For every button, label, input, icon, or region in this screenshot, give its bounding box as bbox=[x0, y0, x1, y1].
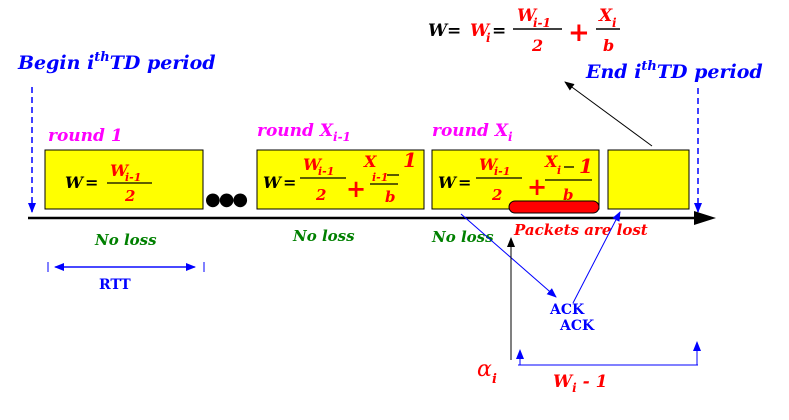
round-xi1-label: round Xi-1 bbox=[257, 121, 351, 144]
box3-w: W bbox=[438, 173, 458, 192]
wi-minus-label: Wi - 1 bbox=[553, 372, 607, 395]
timeline-arrowhead bbox=[694, 211, 716, 225]
end-pointer-arrow bbox=[564, 81, 653, 147]
formula-plus: + bbox=[568, 18, 590, 48]
box2-num-sub: i-1 bbox=[318, 165, 334, 178]
formula-eq-2: = bbox=[492, 21, 506, 41]
svg-text:End ithTD period: End ithTD period bbox=[585, 59, 763, 83]
begin-sup: th bbox=[94, 50, 109, 65]
round-xi-label: round Xi bbox=[432, 121, 513, 144]
packets-lost-label: Packets are lost bbox=[513, 221, 648, 239]
wi-text: W bbox=[553, 372, 574, 392]
box3-plus: + bbox=[527, 172, 547, 201]
no-loss-label-1: No loss bbox=[94, 231, 157, 249]
svg-text:Begin ithTD period: Begin ithTD period bbox=[17, 50, 216, 74]
ack-arrow-in bbox=[460, 213, 557, 298]
formula-num-x-sub: i bbox=[612, 16, 617, 30]
box2-num-x: X bbox=[363, 152, 377, 171]
wi-sub: i bbox=[572, 381, 577, 395]
box3-den-b: b bbox=[563, 186, 574, 204]
end-label: End ithTD period bbox=[585, 59, 763, 83]
box3-num-x-sub: i bbox=[557, 164, 561, 177]
no-loss-label-3: No loss bbox=[431, 228, 494, 246]
box1-eq: = bbox=[85, 173, 98, 192]
box2-num-one: 1 bbox=[403, 148, 417, 172]
alpha-sub: i bbox=[492, 372, 497, 387]
round-1-box bbox=[44, 149, 204, 210]
ellipsis-dots: ●●● bbox=[205, 189, 247, 210]
end-box bbox=[607, 149, 690, 210]
formula-num-x: X bbox=[598, 6, 613, 26]
ack-label-1: ACK bbox=[549, 302, 585, 318]
box3-num-one: 1 bbox=[579, 154, 593, 178]
round-xi1-box bbox=[256, 149, 425, 210]
box2-den-1: 2 bbox=[315, 186, 326, 204]
box3-num-sub: i-1 bbox=[494, 165, 510, 178]
box2-den-b: b bbox=[385, 188, 396, 206]
box3-den-1: 2 bbox=[491, 186, 502, 204]
box2-num-x-sub: i-1 bbox=[372, 171, 388, 184]
box3-eq: = bbox=[458, 173, 471, 192]
box1-den: 2 bbox=[124, 187, 135, 205]
formula-wi-sub: i bbox=[486, 31, 491, 45]
box1-num-w: W bbox=[110, 161, 130, 180]
formula-wi: W bbox=[470, 21, 491, 41]
end-suffix: TD period bbox=[657, 61, 763, 83]
packet-loss-bar bbox=[508, 200, 600, 214]
box2-w: W bbox=[263, 173, 283, 192]
top-formula: W = W i = W i-1 2 + X i b bbox=[428, 6, 620, 55]
round-xi1-sub: i-1 bbox=[333, 130, 351, 144]
box1-num-sub: i-1 bbox=[125, 171, 141, 184]
begin-label: Begin ithTD period bbox=[17, 50, 216, 74]
wi-tail: - 1 bbox=[583, 372, 608, 392]
no-loss-label-2: No loss bbox=[292, 227, 355, 245]
formula-eq-1: = bbox=[447, 21, 461, 41]
end-sup: th bbox=[641, 59, 656, 74]
ack-arrow-out bbox=[572, 211, 621, 304]
box2-num-w: W bbox=[303, 155, 323, 174]
begin-suffix: TD period bbox=[110, 52, 216, 74]
rtt-label: RTT bbox=[99, 277, 131, 293]
end-text: End i bbox=[585, 61, 641, 83]
formula-den-b: b bbox=[603, 36, 614, 55]
formula-w: W bbox=[428, 21, 449, 41]
svg-text:Wi- 1: Wi - 1 bbox=[553, 372, 607, 395]
begin-text: Begin i bbox=[17, 52, 94, 74]
box3-num-x: X bbox=[544, 152, 558, 171]
round-xi1-text: round X bbox=[257, 121, 334, 141]
svg-text:round Xi-1: round Xi-1 bbox=[257, 121, 351, 144]
alpha-label: α bbox=[477, 357, 492, 382]
round-1-label: round 1 bbox=[48, 126, 123, 146]
box2-plus: + bbox=[346, 174, 366, 203]
ack-label-2: ACK bbox=[559, 318, 595, 334]
box1-w: W bbox=[65, 173, 85, 192]
svg-text:round Xi: round Xi bbox=[432, 121, 513, 144]
formula-num-w: W bbox=[517, 6, 538, 26]
formula-num-sub: i-1 bbox=[533, 16, 551, 30]
formula-den-2: 2 bbox=[531, 36, 543, 55]
round-xi-text: round X bbox=[432, 121, 509, 141]
box2-eq: = bbox=[283, 173, 296, 192]
box3-num-w: W bbox=[479, 155, 499, 174]
round-xi-sub: i bbox=[508, 130, 513, 144]
